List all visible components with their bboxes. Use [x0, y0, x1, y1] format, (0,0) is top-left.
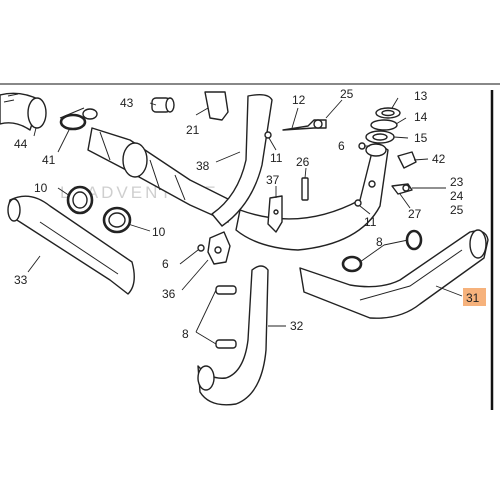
callout-25-top: 25: [340, 87, 354, 101]
callout-8-right: 8: [376, 235, 383, 249]
part-6-nut-left: [197, 244, 205, 252]
part-41-clamp: [59, 107, 98, 131]
part-8-gasket-upper-right: [405, 229, 423, 251]
part-21-flange: [204, 91, 229, 121]
part-14-ring: [370, 119, 398, 131]
part-11-nut-lower: [354, 199, 362, 207]
part-10-clamp-left: [66, 185, 94, 215]
callout-32: 32: [290, 319, 304, 333]
callout-43: 43: [120, 96, 134, 110]
callouts: 13 14 15 42 23 24 25 25 27 11 11 6 6 12 …: [14, 87, 486, 341]
part-15-flange: [365, 130, 395, 144]
callout-42: 42: [432, 152, 446, 166]
part-32-rear-header: [197, 265, 269, 406]
part-8-spring-upper: [215, 285, 237, 295]
part-8-spring-lower: [215, 339, 237, 349]
part-36-bracket: [207, 231, 231, 265]
callout-38: 38: [196, 159, 210, 173]
part-37-bracket: [267, 195, 283, 233]
part-10-clamp-right: [102, 206, 132, 234]
part-11-nut-upper: [264, 131, 272, 139]
callout-10-left: 10: [34, 181, 48, 195]
part-23-sensor: [391, 183, 413, 195]
part-31-pipe: [299, 229, 489, 319]
callout-6-left: 6: [162, 257, 169, 271]
callout-41: 41: [42, 153, 56, 167]
part-27-sensor: [368, 180, 376, 188]
callout-33: 33: [14, 273, 28, 287]
callout-44: 44: [14, 137, 28, 151]
callout-23: 23: [450, 175, 464, 189]
callout-12: 12: [292, 93, 306, 107]
part-33-heat-shield: [7, 195, 135, 295]
callout-10-right: 10: [152, 225, 166, 239]
part-13-gasket: [375, 107, 401, 119]
part-38-front-header: [211, 93, 389, 251]
part-38-pipe: [87, 127, 231, 223]
callout-26: 26: [296, 155, 310, 169]
callout-15: 15: [414, 131, 428, 145]
callout-25-right: 25: [450, 203, 464, 217]
callout-36: 36: [162, 287, 176, 301]
callout-6-right: 6: [338, 139, 345, 153]
callout-14: 14: [414, 110, 428, 124]
callout-11-lower: 11: [364, 215, 377, 229]
part-8-gasket-upper: [341, 255, 363, 273]
callout-27: 27: [408, 207, 422, 221]
callout-31: 31: [466, 291, 480, 305]
callout-8-left: 8: [182, 327, 189, 341]
callout-11-upper: 11: [270, 151, 283, 165]
part-12-sensor: [282, 119, 327, 131]
callout-13: 13: [414, 89, 428, 103]
part-42-sensor: [397, 151, 417, 169]
leader-lines: [27, 97, 463, 345]
callout-21: 21: [186, 123, 200, 137]
part-26-stud: [301, 177, 309, 201]
callout-31-highlight: [463, 288, 486, 306]
callout-24: 24: [450, 189, 464, 203]
part-44-tube: [0, 92, 47, 131]
part-43-gasket: [151, 97, 175, 113]
callout-37: 37: [266, 173, 280, 187]
